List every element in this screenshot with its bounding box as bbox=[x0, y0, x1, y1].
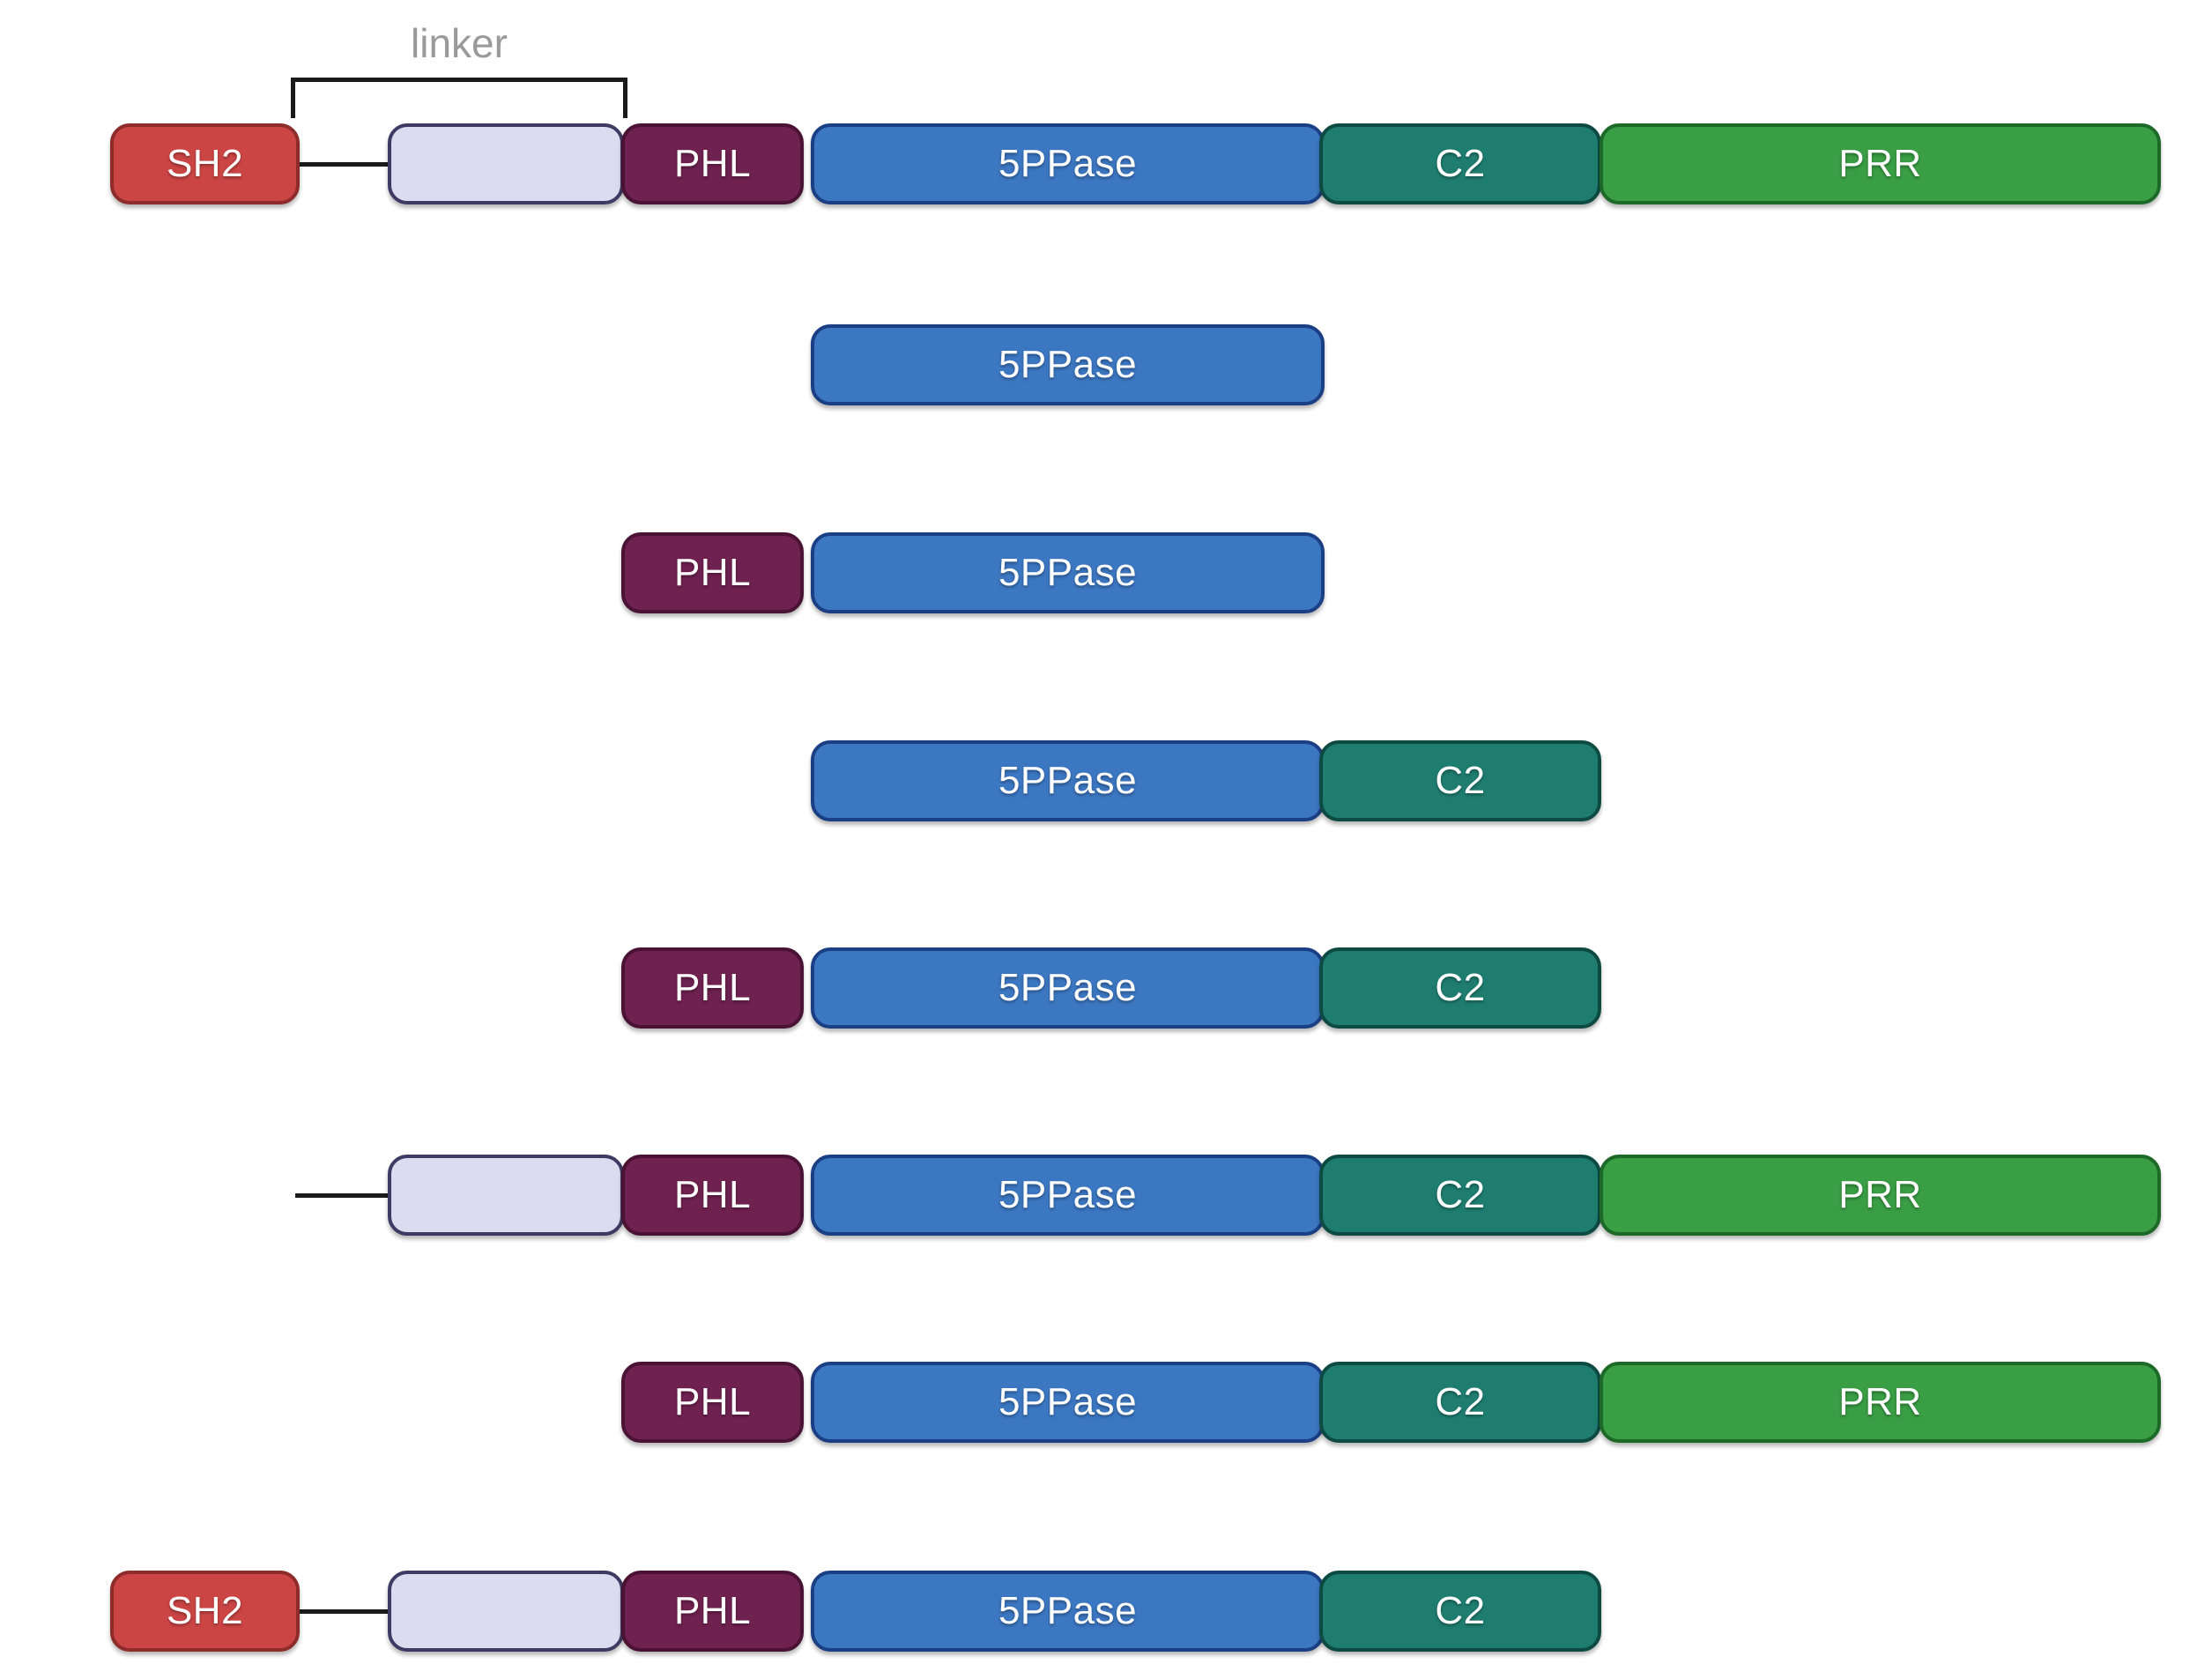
domain-row: PHL 5PPase C2 PRR bbox=[0, 1155, 2212, 1252]
domain-label: C2 bbox=[1435, 1589, 1486, 1632]
domain-c2[interactable]: C2 bbox=[1319, 740, 1601, 821]
domain-label: 5PPase bbox=[998, 343, 1138, 386]
domain-linkerbox[interactable] bbox=[388, 123, 624, 204]
domain-row: 5PPase bbox=[0, 324, 2212, 421]
domain-phl[interactable]: PHL bbox=[621, 947, 804, 1029]
domain-prr[interactable]: PRR bbox=[1600, 123, 2161, 204]
domain-label: PHL bbox=[673, 1380, 752, 1423]
domain-label: 5PPase bbox=[998, 1173, 1138, 1216]
domain-phl[interactable]: PHL bbox=[621, 1155, 804, 1236]
domain-label: C2 bbox=[1435, 1380, 1486, 1423]
domain-row: PHL 5PPase C2 bbox=[0, 947, 2212, 1044]
domain-c2[interactable]: C2 bbox=[1319, 1571, 1601, 1652]
domain-phl[interactable]: PHL bbox=[621, 123, 804, 204]
domain-label: C2 bbox=[1435, 966, 1486, 1009]
domain-ppase[interactable]: 5PPase bbox=[811, 1571, 1325, 1652]
domain-label: PRR bbox=[1838, 1173, 1922, 1216]
domain-ppase[interactable]: 5PPase bbox=[811, 532, 1325, 613]
domain-ppase[interactable]: 5PPase bbox=[811, 1362, 1325, 1443]
domain-phl[interactable]: PHL bbox=[621, 532, 804, 613]
domain-label: 5PPase bbox=[998, 966, 1138, 1009]
domain-c2[interactable]: C2 bbox=[1319, 123, 1601, 204]
domain-label: PRR bbox=[1838, 1380, 1922, 1423]
domain-label: PHL bbox=[673, 1589, 752, 1632]
linker-bracket bbox=[291, 78, 627, 118]
domain-row: SH2 PHL 5PPase C2 bbox=[0, 1571, 2212, 1664]
domain-ppase[interactable]: 5PPase bbox=[811, 1155, 1325, 1236]
domain-sh2[interactable]: SH2 bbox=[110, 123, 300, 204]
domain-label: 5PPase bbox=[998, 551, 1138, 594]
domain-row: PHL 5PPase bbox=[0, 532, 2212, 629]
connector-line bbox=[291, 162, 395, 167]
domain-linkerbox[interactable] bbox=[388, 1155, 624, 1236]
domain-phl[interactable]: PHL bbox=[621, 1362, 804, 1443]
domain-label: 5PPase bbox=[998, 759, 1138, 802]
domain-label: C2 bbox=[1435, 1173, 1486, 1216]
domain-label: PHL bbox=[673, 1173, 752, 1216]
domain-ppase[interactable]: 5PPase bbox=[811, 740, 1325, 821]
domain-row: PHL 5PPase C2 PRR bbox=[0, 1362, 2212, 1459]
domain-sh2[interactable]: SH2 bbox=[110, 1571, 300, 1652]
domain-c2[interactable]: C2 bbox=[1319, 1155, 1601, 1236]
domain-prr[interactable]: PRR bbox=[1600, 1155, 2161, 1236]
domain-row: SH2 PHL 5PPase C2 PRR bbox=[0, 123, 2212, 220]
domain-linkerbox[interactable] bbox=[388, 1571, 624, 1652]
domain-c2[interactable]: C2 bbox=[1319, 1362, 1601, 1443]
domain-row: 5PPase C2 bbox=[0, 740, 2212, 837]
domain-label: C2 bbox=[1435, 759, 1486, 802]
domain-label: 5PPase bbox=[998, 1589, 1138, 1632]
domain-ppase[interactable]: 5PPase bbox=[811, 123, 1325, 204]
domain-label: C2 bbox=[1435, 142, 1486, 185]
domain-label: PHL bbox=[673, 551, 752, 594]
domain-ppase[interactable]: 5PPase bbox=[811, 324, 1325, 405]
domain-label: PRR bbox=[1838, 142, 1922, 185]
domain-ppase[interactable]: 5PPase bbox=[811, 947, 1325, 1029]
domain-label: 5PPase bbox=[998, 1380, 1138, 1423]
connector-line bbox=[291, 1609, 395, 1614]
connector-line bbox=[295, 1193, 397, 1198]
domain-prr[interactable]: PRR bbox=[1600, 1362, 2161, 1443]
domain-label: SH2 bbox=[166, 142, 244, 185]
domain-label: PHL bbox=[673, 966, 752, 1009]
domain-c2[interactable]: C2 bbox=[1319, 947, 1601, 1029]
domain-label: PHL bbox=[673, 142, 752, 185]
domain-label: 5PPase bbox=[998, 142, 1138, 185]
domain-label: SH2 bbox=[166, 1589, 244, 1632]
linker-bracket-label: linker bbox=[411, 20, 508, 66]
domain-phl[interactable]: PHL bbox=[621, 1571, 804, 1652]
